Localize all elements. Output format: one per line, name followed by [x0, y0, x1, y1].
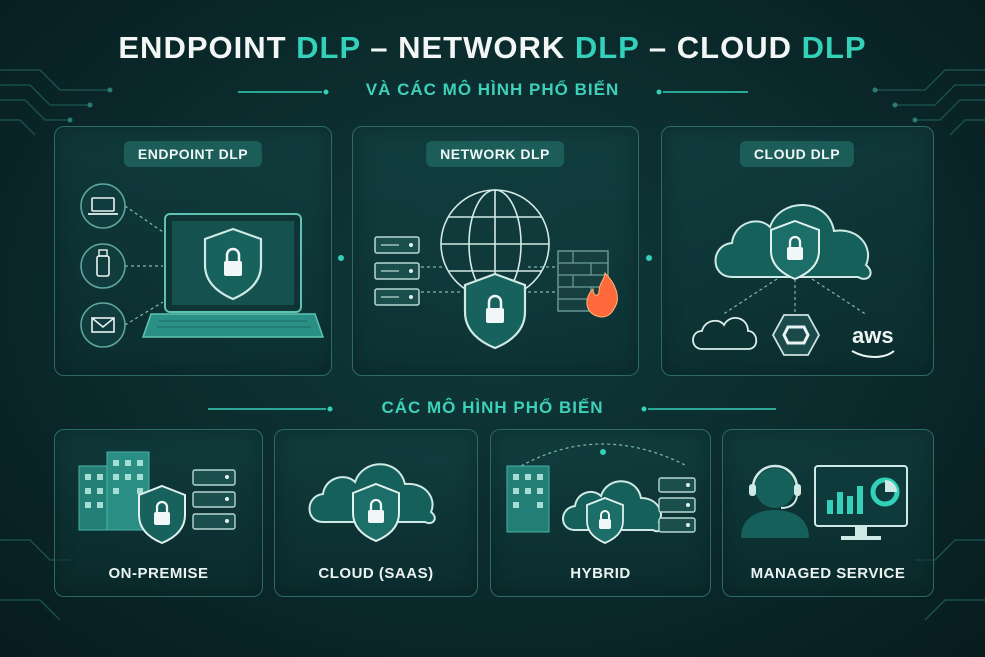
shield-lock-icon	[352, 482, 400, 543]
cloud-dlp-panel: CLOUD DLP aws	[661, 126, 934, 376]
usb-icon	[80, 243, 126, 289]
support-agent-icon	[741, 464, 809, 538]
model-card-hybrid: HYBRID	[490, 429, 711, 597]
cloud-saas-label: CLOUD (SAAS)	[318, 565, 434, 582]
svg-text:aws: aws	[852, 323, 894, 348]
monitor-dashboard-icon	[814, 465, 908, 540]
models-section-title: CÁC MÔ HÌNH PHỔ BIẾN	[381, 398, 604, 417]
page-subtitle: VÀ CÁC MÔ HÌNH PHỔ BIẾN	[365, 80, 620, 99]
model-card-on-premise: ON-PREMISE	[54, 429, 263, 597]
endpoint-dlp-label: ENDPOINT DLP	[123, 141, 263, 167]
shield-lock-icon	[586, 497, 624, 544]
shield-lock-icon	[138, 484, 186, 545]
model-card-cloud-saas: CLOUD (SAAS)	[274, 429, 478, 597]
network-dlp-panel: NETWORK DLP	[352, 126, 639, 376]
server-rack-icon	[192, 469, 236, 530]
shield-lock-icon	[463, 272, 527, 350]
shield-lock-icon	[203, 227, 263, 301]
cloud-outline-icon	[692, 317, 758, 350]
google-cloud-icon	[771, 314, 821, 356]
endpoint-dlp-panel: ENDPOINT DLP	[54, 126, 332, 376]
building-icon	[506, 465, 550, 533]
cloud-dlp-label: CLOUD DLP	[739, 141, 855, 167]
aws-logo-icon: aws	[851, 323, 895, 358]
on-premise-label: ON-PREMISE	[108, 565, 209, 582]
server-rack-icon	[374, 236, 420, 306]
model-card-managed-service: MANAGED SERVICE	[722, 429, 934, 597]
managed-service-label: MANAGED SERVICE	[750, 565, 906, 582]
firewall-icon	[557, 250, 618, 318]
mail-icon	[80, 302, 126, 348]
network-dlp-label: NETWORK DLP	[426, 141, 564, 167]
hybrid-label: HYBRID	[570, 565, 631, 582]
server-rack-icon	[658, 477, 696, 533]
page-title: ENDPOINT DLP – NETWORK DLP – CLOUD DLP	[118, 30, 867, 65]
laptop-small-icon	[80, 183, 126, 229]
